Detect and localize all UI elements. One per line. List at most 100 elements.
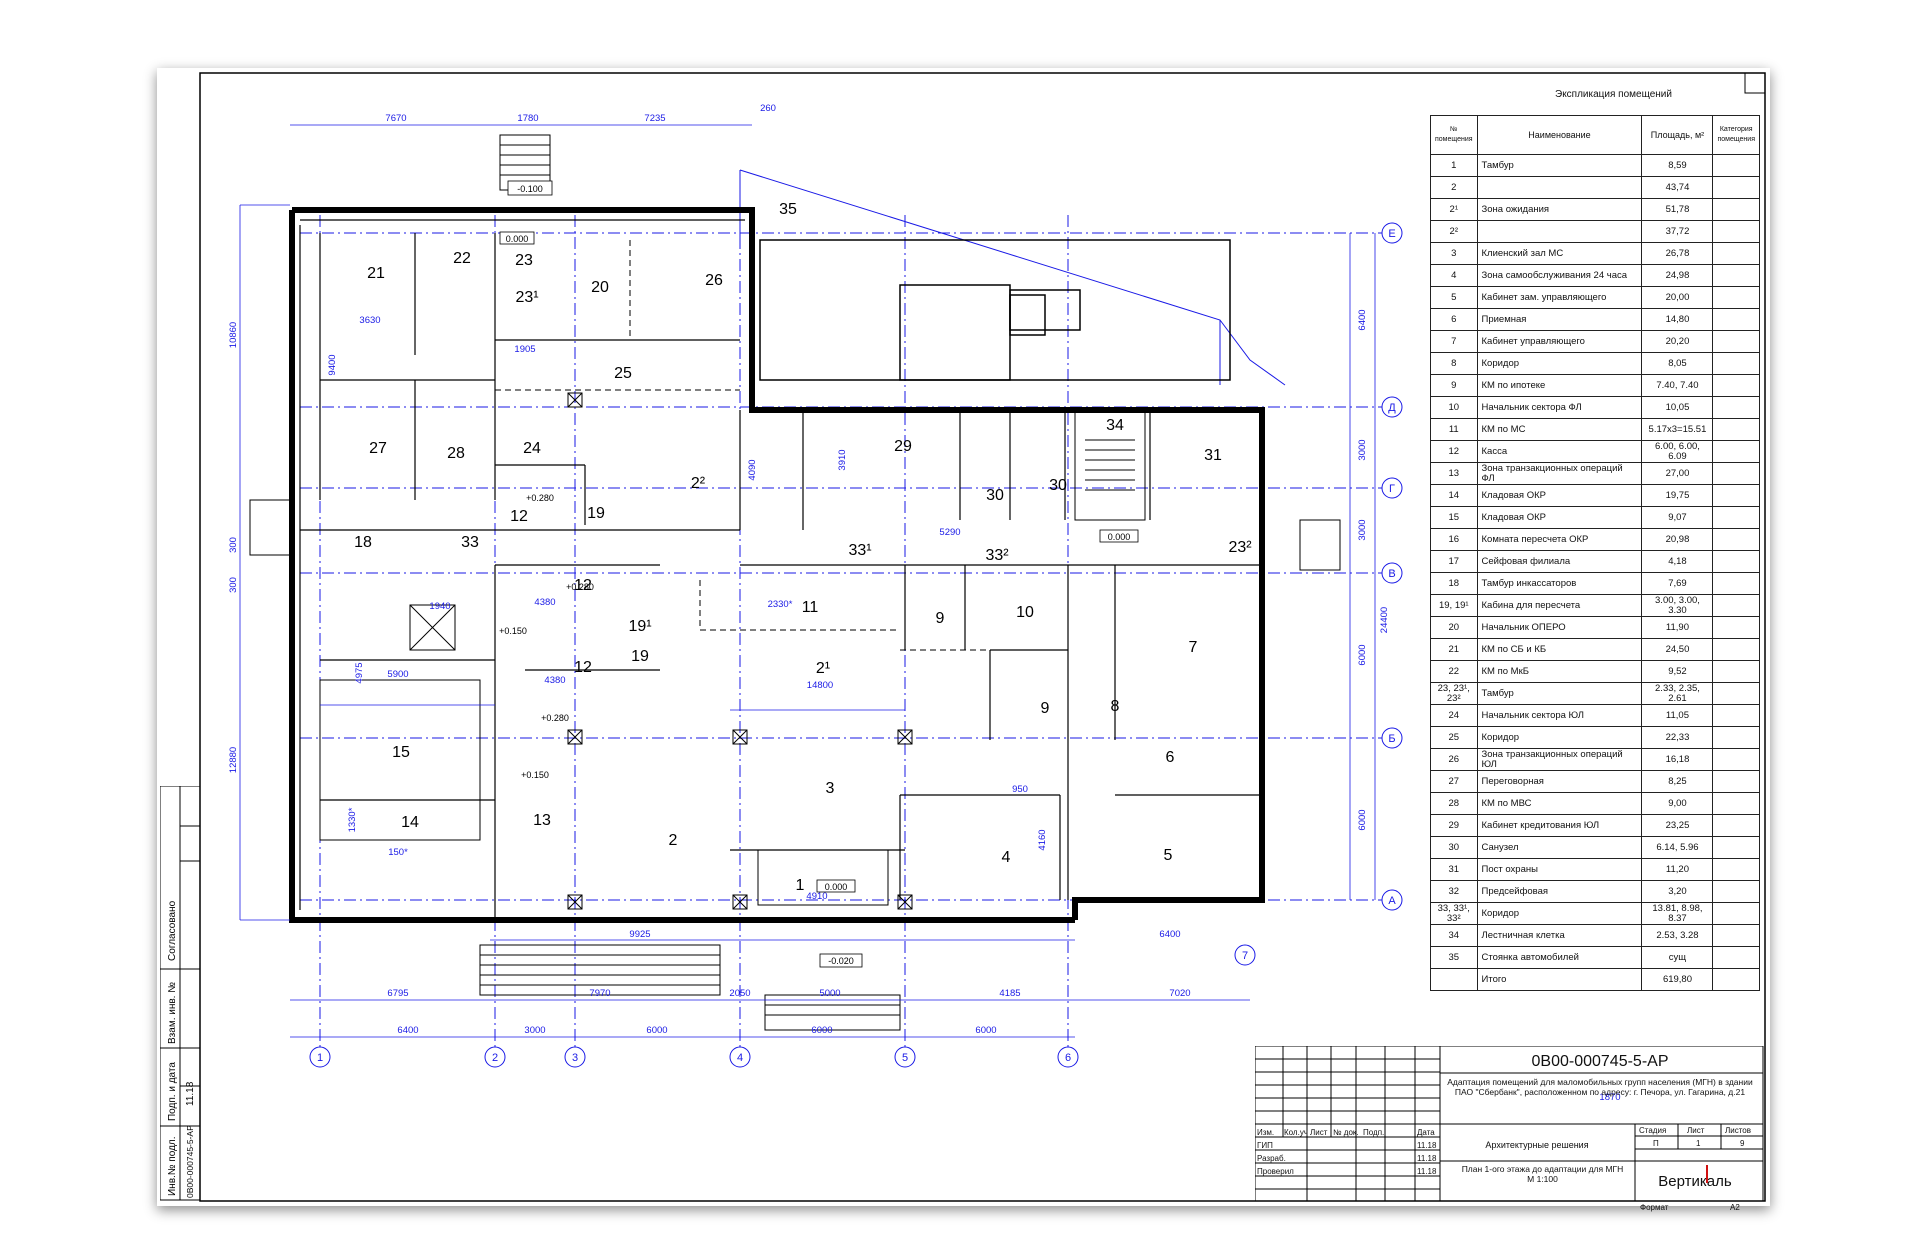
- cell-num: 2²: [1430, 220, 1478, 243]
- cell-num: 9: [1430, 374, 1478, 397]
- dim-14800: 14800: [807, 680, 833, 691]
- cell-area: 16,18: [1641, 748, 1714, 771]
- dim-5040: 150*: [388, 847, 408, 858]
- cell-name: Коридор: [1476, 902, 1643, 925]
- cell-name: Кабина для пересчета: [1476, 594, 1643, 617]
- cell-name: Предсейфовая: [1476, 880, 1643, 903]
- level-4: +0.280: [566, 582, 594, 592]
- stamp-code: 0В00-000745-5-АР: [1532, 1053, 1669, 1070]
- room-label: 15: [392, 744, 410, 761]
- cell-num: 6: [1430, 308, 1478, 331]
- cell-area: 27,00: [1641, 462, 1714, 485]
- cell-name: КМ по СБ и КБ: [1476, 638, 1643, 661]
- cell-area: 13.81, 8.98, 8.37: [1641, 902, 1714, 925]
- room-label: 30: [1049, 477, 1067, 494]
- stamp-sheet-title: План 1-ого этажа до адаптации для МГН М …: [1461, 1164, 1624, 1184]
- level-10: -0.020: [828, 956, 854, 966]
- room-label: 9: [936, 610, 945, 627]
- dim-3920: 1330*: [347, 807, 358, 832]
- stamp-col-doc: № док.: [1333, 1128, 1359, 1137]
- axis-V: В: [1388, 568, 1395, 580]
- dim-bottom-1: 6795: [387, 988, 408, 999]
- side-sign-date: Подп. и дата: [167, 1062, 178, 1121]
- cell-name: Итого: [1476, 968, 1643, 991]
- room-label: 1: [796, 877, 805, 894]
- cell-name: Сейфовая филиала: [1476, 550, 1643, 573]
- room-label: 19: [631, 648, 649, 665]
- col-area: Площадь, м²: [1641, 115, 1714, 155]
- cell-area: 43,74: [1641, 176, 1714, 199]
- level-9: 0.000: [1108, 532, 1131, 542]
- cell-area: 4,18: [1641, 550, 1714, 573]
- cell-category: [1712, 660, 1760, 683]
- title-block: Изм. Кол.уч Лист № док. Подп. Дата ГИП Р…: [1255, 1046, 1764, 1202]
- side-inv-orig: Инв.№ подл.: [167, 1136, 178, 1196]
- cell-num: 27: [1430, 770, 1478, 793]
- room-label: 11: [802, 599, 819, 616]
- dim-right-6400: 6400: [1357, 309, 1368, 330]
- dim-bottom-5: 4185: [999, 988, 1020, 999]
- cell-name: Коридор: [1476, 726, 1643, 749]
- cell-num: 3: [1430, 242, 1478, 265]
- level-2: 0.000: [506, 234, 529, 244]
- cell-area: 26,78: [1641, 242, 1714, 265]
- table-header-row: № помещения Наименование Площадь, м² Кат…: [1430, 115, 1760, 155]
- room-label: 7: [1189, 639, 1198, 656]
- dim-left-300b: 300: [228, 577, 239, 593]
- cell-num: 11: [1430, 418, 1478, 441]
- cell-name: Зона самообслуживания 24 часа: [1476, 264, 1643, 287]
- room-label: 20: [591, 279, 609, 296]
- cell-num: 13: [1430, 462, 1478, 485]
- cell-name: [1476, 220, 1643, 243]
- cell-area: 51,78: [1641, 198, 1714, 221]
- cell-num: 1: [1430, 154, 1478, 177]
- cell-num: 25: [1430, 726, 1478, 749]
- stamp-date-2: 11.18: [1417, 1154, 1437, 1163]
- dim-5900: 5900: [387, 669, 408, 680]
- cell-num: 32: [1430, 880, 1478, 903]
- axis-4: 4: [737, 1052, 743, 1064]
- room-label: 27: [369, 440, 387, 457]
- dim-right-3000b: 3000: [1357, 519, 1368, 540]
- cell-area: 10,05: [1641, 396, 1714, 419]
- side-inv-replace: Взам. инв. №: [167, 982, 178, 1044]
- stamp-col-kol: Кол.уч: [1284, 1128, 1308, 1137]
- cell-category: [1712, 352, 1760, 375]
- cell-category: [1712, 330, 1760, 353]
- dim-right-6000a: 6000: [1357, 644, 1368, 665]
- cell-num: 14: [1430, 484, 1478, 507]
- cell-name: Зона транзакционных операций ФЛ: [1476, 462, 1643, 485]
- room-label: 31: [1204, 447, 1222, 464]
- cell-category: [1712, 462, 1760, 485]
- cell-area: сущ: [1641, 946, 1714, 969]
- cell-name: Кладовая ОКР: [1476, 484, 1643, 507]
- room-label: 6: [1166, 749, 1175, 766]
- stamp-date-3: 11.18: [1417, 1167, 1437, 1176]
- cell-category: [1712, 396, 1760, 419]
- format-value: А2: [1730, 1203, 1740, 1212]
- cell-num: 5: [1430, 286, 1478, 309]
- cell-num: 26: [1430, 748, 1478, 771]
- cell-num: 16: [1430, 528, 1478, 551]
- room-label: 23: [515, 252, 533, 269]
- col-name: Наименование: [1476, 115, 1643, 155]
- dim-axis-1-2: 6400: [397, 1025, 418, 1036]
- cell-num: 10: [1430, 396, 1478, 419]
- cell-area: 9,07: [1641, 506, 1714, 529]
- side-agreed: Согласовано: [167, 900, 178, 961]
- cell-category: [1712, 638, 1760, 661]
- cell-area: 24,50: [1641, 638, 1714, 661]
- cell-name: Касса: [1476, 440, 1643, 463]
- cell-category: [1712, 946, 1760, 969]
- cell-num: 19, 19¹: [1430, 594, 1478, 617]
- cell-name: Коридор: [1476, 352, 1643, 375]
